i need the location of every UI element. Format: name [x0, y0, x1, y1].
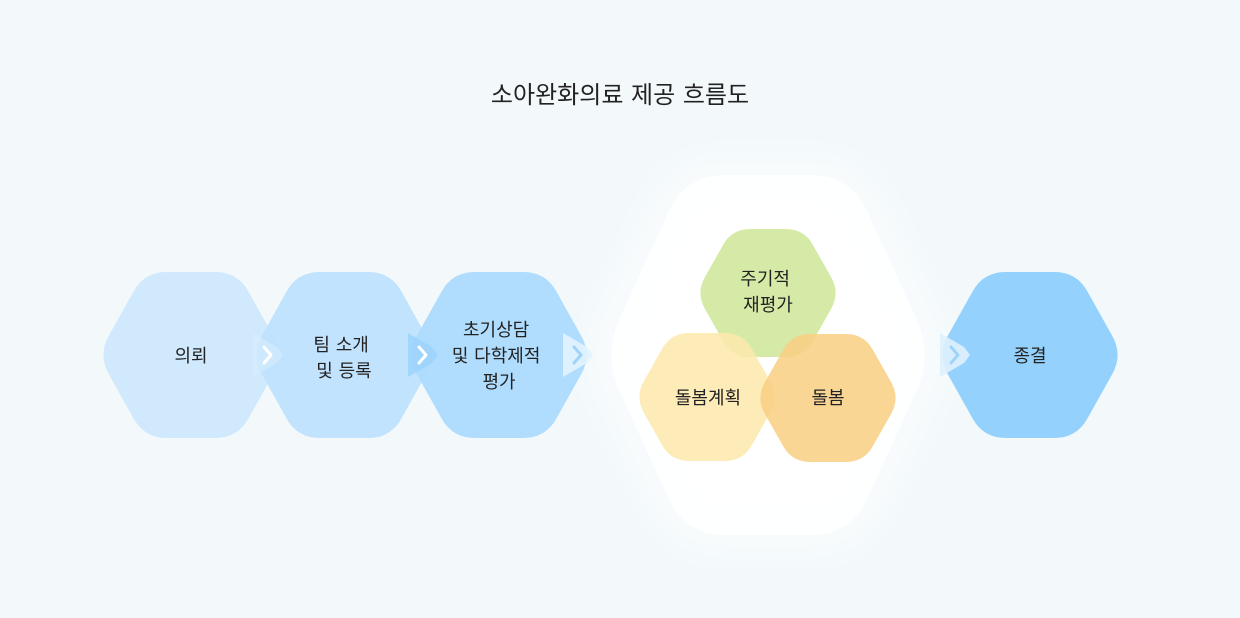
stage-hex-initial-assessment — [411, 272, 587, 438]
chevron-right-icon — [408, 333, 438, 377]
stage-hex-team-registration — [256, 272, 432, 438]
stage-label-initial-assessment: 초기상담 및 다학제적 평가 — [452, 320, 546, 393]
cycle-label-care: 돌봄 — [811, 388, 844, 409]
page-title: 소아완화의료 제공 흐름도 — [491, 81, 749, 109]
chevron-right-icon — [940, 333, 970, 377]
cycle-label-care-plan: 돌봄계획 — [675, 388, 741, 409]
process-stage-shapes — [103, 272, 1118, 438]
stage-hex-termination — [942, 272, 1118, 438]
flow-connectors — [253, 333, 970, 377]
stage-label-team-registration: 팀 소개 및 등록 — [313, 335, 374, 382]
cycle-hex-care-plan — [639, 333, 775, 461]
cycle-label-periodic-review: 주기적 재평가 — [740, 269, 795, 316]
diagram-labels: 의뢰 팀 소개 및 등록 초기상담 및 다학제적 평가 종결 주기적 재평가 돌… — [174, 269, 1046, 409]
cycle-hex-periodic-review — [700, 229, 836, 357]
stage-hex-referral — [103, 272, 279, 438]
stage-label-termination: 종결 — [1013, 346, 1046, 367]
cycle-hex-care — [760, 334, 896, 462]
chevron-right-icon — [563, 333, 593, 377]
stage-label-referral: 의뢰 — [174, 346, 207, 367]
care-cycle-shapes — [639, 229, 896, 462]
chevron-right-icon — [253, 333, 283, 377]
